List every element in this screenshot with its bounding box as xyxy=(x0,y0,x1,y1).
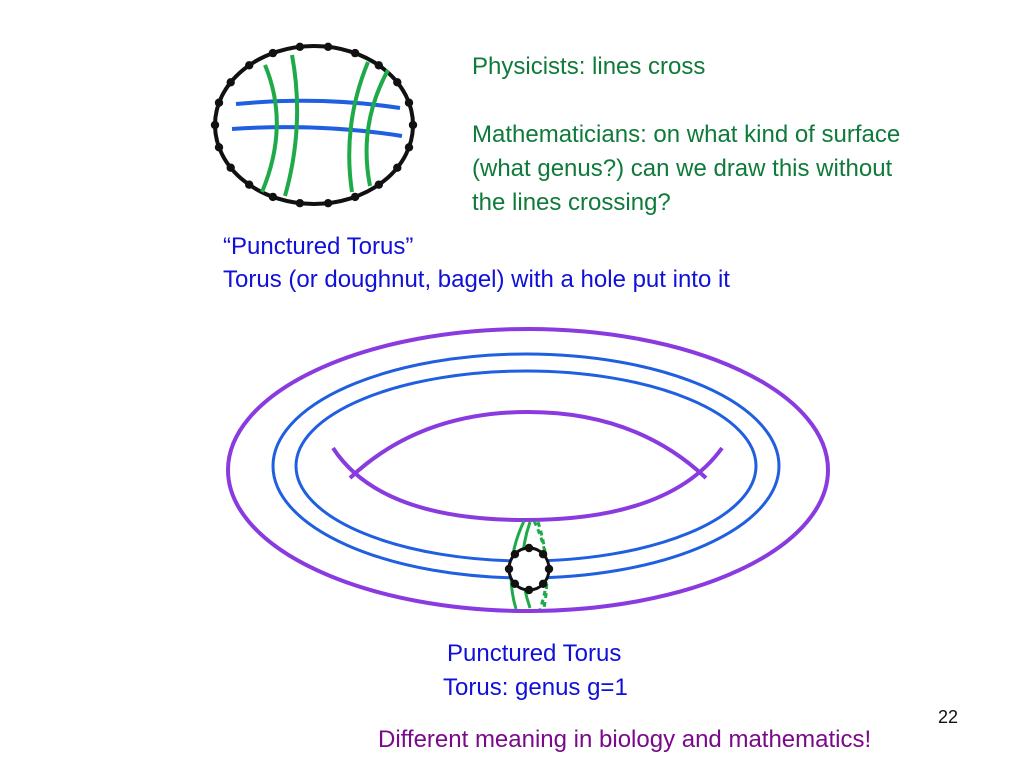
disk-boundary-dot xyxy=(226,163,235,172)
page-number: 22 xyxy=(938,707,959,727)
disk-boundary-dot xyxy=(210,120,220,130)
caption-genus: Torus: genus g=1 xyxy=(443,674,628,701)
puncture-dot xyxy=(510,550,520,559)
blue-line-lower xyxy=(231,125,403,138)
torus-inner-upper-arc xyxy=(348,409,708,480)
disk-boundary-dots xyxy=(210,42,418,208)
punctured-torus-quote: “Punctured Torus” xyxy=(223,233,414,260)
puncture-dot xyxy=(544,564,554,574)
green-line-4 xyxy=(364,69,390,187)
disk-boundary-dot xyxy=(404,98,414,107)
disk-boundary-dot xyxy=(374,180,383,189)
puncture-dot xyxy=(524,585,534,595)
disk-boundary-dot xyxy=(245,61,254,70)
disk-boundary-dot xyxy=(350,192,360,202)
disk-boundary-dot xyxy=(393,78,402,87)
torus-diagram xyxy=(226,327,830,613)
disk-boundary-dot xyxy=(323,42,333,51)
green-line-1 xyxy=(260,64,279,193)
crossing-lines-diagram xyxy=(210,42,418,208)
disk-boundary-dot xyxy=(350,48,360,58)
mathematicians-text-line-1: Mathematicians: on what kind of surface xyxy=(472,121,901,148)
disk-boundary-dot xyxy=(245,180,254,189)
puncture-dots xyxy=(504,543,554,595)
puncture-dot xyxy=(510,579,520,588)
disk-boundary-dot xyxy=(214,98,224,107)
disk-boundary-dot xyxy=(268,192,278,202)
puncture-dot xyxy=(504,564,514,574)
disk-boundary-dot xyxy=(226,78,235,87)
puncture-dot xyxy=(524,543,534,553)
green-line-3 xyxy=(347,61,370,193)
torus-description: Torus (or doughnut, bagel) with a hole p… xyxy=(223,266,730,293)
disk-boundary-dot xyxy=(323,199,333,208)
disk-boundary-dot xyxy=(295,42,305,51)
blue-line-upper xyxy=(235,98,401,110)
torus-inner-lower-arc xyxy=(331,446,724,523)
physicists-text: Physicists: lines cross xyxy=(472,53,706,80)
disk-boundary xyxy=(213,44,415,206)
disk-boundary-dot xyxy=(268,48,278,58)
mathematicians-text-line-3: the lines crossing? xyxy=(472,189,671,216)
disk-boundary-dot xyxy=(214,143,224,152)
caption-punctured-torus: Punctured Torus xyxy=(447,640,622,667)
puncture-dot xyxy=(538,550,548,559)
torus-outer-edge xyxy=(226,327,830,613)
disk-boundary-dot xyxy=(408,120,418,130)
puncture-dot xyxy=(538,579,548,588)
green-line-2 xyxy=(283,54,300,197)
disk-boundary-dot xyxy=(295,199,305,208)
mathematicians-text-line-2: (what genus?) can we draw this without xyxy=(472,155,893,182)
footer-note: Different meaning in biology and mathema… xyxy=(378,726,872,753)
disk-boundary-dot xyxy=(374,61,383,70)
disk-boundary-dot xyxy=(404,143,414,152)
disk-boundary-dot xyxy=(393,163,402,172)
